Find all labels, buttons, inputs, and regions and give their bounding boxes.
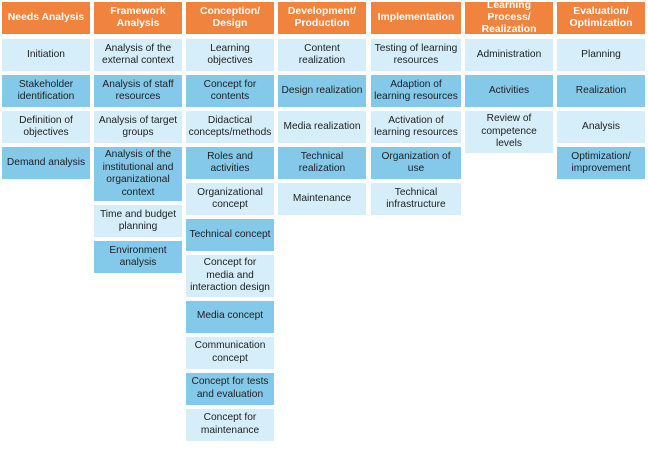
phase-item: Concept for tests and evaluation — [186, 372, 274, 405]
phase-header: Development/ Production — [278, 2, 366, 34]
phase-item: Organizational concept — [186, 183, 274, 215]
phase-item: Concept for maintenance — [186, 408, 274, 441]
phase-item: Concept for contents — [186, 75, 274, 107]
phase-header: Framework Analysis — [94, 2, 182, 34]
phase-item: Technical concept — [186, 219, 274, 251]
phase-item: Initiation — [2, 39, 90, 71]
phase-item: Didactical concepts/methods — [186, 111, 274, 143]
phase-header: Evaluation/ Optimization — [557, 2, 645, 34]
phase-item: Administration — [465, 39, 553, 71]
phase-item: Stakeholder identification — [2, 75, 90, 107]
phase-item: Time and budget planning — [94, 205, 182, 237]
phase-item: Concept for media and interaction design — [186, 255, 274, 297]
phase-item: Media realization — [278, 111, 366, 143]
phase-item: Design realization — [278, 75, 366, 107]
phase-column-implementation: Implementation Testing of learning resou… — [371, 2, 461, 215]
phase-item: Review of competence levels — [465, 111, 553, 153]
phase-item: Content realization — [278, 39, 366, 71]
phase-item: Learning objectives — [186, 39, 274, 71]
phase-column-evaluation-optimization: Evaluation/ Optimization Planning Realiz… — [557, 2, 645, 179]
phase-header: Needs Analysis — [2, 2, 90, 34]
phase-item: Demand analysis — [2, 147, 90, 179]
phase-item: Communication concept — [186, 336, 274, 369]
phase-item: Analysis — [557, 111, 645, 143]
phase-header: Implementation — [371, 2, 461, 34]
phase-header: Conception/ Design — [186, 2, 274, 34]
phase-column-needs-analysis: Needs Analysis Initiation Stakeholder id… — [2, 2, 90, 179]
phase-column-development-production: Development/ Production Content realizat… — [278, 2, 366, 215]
phase-item: Realization — [557, 75, 645, 107]
phase-item: Roles and activities — [186, 147, 274, 179]
phase-item: Environment analysis — [94, 241, 182, 273]
phase-item: Technical realization — [278, 147, 366, 179]
phase-item: Testing of learning resources — [371, 39, 461, 71]
phase-item: Analysis of staff resources — [94, 75, 182, 107]
phase-header: Learning Process/ Realization — [465, 0, 553, 35]
phase-column-conception-design: Conception/ Design Learning objectives C… — [186, 2, 274, 441]
phase-item: Media concept — [186, 300, 274, 333]
phase-item: Definition of objectives — [2, 111, 90, 143]
phase-column-learning-process-realization: Learning Process/ Realization Administra… — [465, 0, 553, 153]
phase-item: Analysis of the external context — [94, 39, 182, 71]
phase-item: Optimization/ improvement — [557, 147, 645, 179]
phase-column-framework-analysis: Framework Analysis Analysis of the exter… — [94, 2, 182, 273]
phase-item: Analysis of the institutional and organi… — [94, 147, 182, 201]
phase-item: Activities — [465, 75, 553, 107]
phase-item: Organization of use — [371, 147, 461, 179]
phase-item: Maintenance — [278, 183, 366, 215]
phase-item: Adaption of learning resources — [371, 75, 461, 107]
phase-item: Technical infrastructure — [371, 183, 461, 215]
phase-item: Activation of learning resources — [371, 111, 461, 143]
phase-item: Analysis of target groups — [94, 111, 182, 143]
phase-item: Planning — [557, 39, 645, 71]
